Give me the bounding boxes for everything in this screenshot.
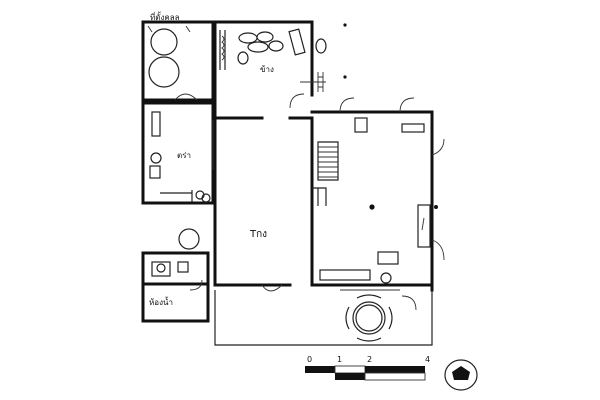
living-room-label: Tกง [249, 229, 267, 240]
bathroom-label: ห้องน้ำ [149, 296, 173, 307]
tank-room [141, 20, 215, 102]
scale-tick-2: 2 [367, 355, 372, 364]
living-room [213, 97, 445, 292]
north-arrow-icon [444, 359, 478, 391]
terrace [214, 289, 433, 346]
bedroom-room [141, 101, 215, 205]
scale-bar: 0 1 2 4 [305, 355, 430, 381]
bedroom-label: ตร่า [177, 151, 191, 160]
kitchen-label: ข้าง [260, 65, 274, 74]
kitchen-room [174, 20, 347, 120]
scale-tick-4: 4 [425, 355, 430, 364]
scale-tick-0: 0 [307, 355, 312, 364]
tank-room-label: ที่ตั้งคลล [150, 11, 180, 22]
scale-tick-1: 1 [337, 355, 342, 364]
bathroom-room [141, 228, 210, 323]
